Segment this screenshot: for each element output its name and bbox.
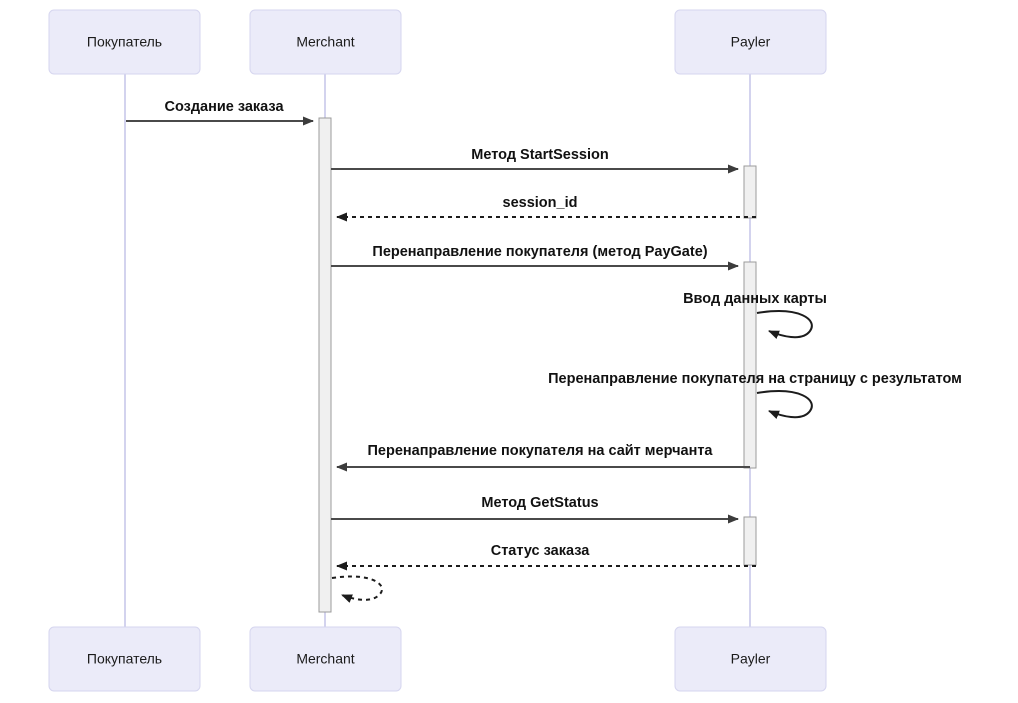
message-selfloop-merchant — [331, 575, 383, 603]
participant-footer-merchant-box — [249, 626, 402, 692]
message-label-metod-startsession: Метод StartSession — [471, 147, 608, 163]
message-label-sozdanie-zakaza: Создание заказа — [164, 99, 284, 115]
activation-bar-merchant — [318, 117, 332, 613]
participant-footer-payler-label: Payler — [731, 651, 771, 667]
message-label-vvod-dannyh-karty: Ввод данных карты — [683, 291, 827, 307]
participant-footer-buyer-label: Покупатель — [87, 651, 162, 667]
message-label-status-zakaza: Статус заказа — [491, 543, 590, 559]
activation-bar-payler-1 — [743, 165, 757, 219]
message-label-perenapravlenie-stranica-rezultat: Перенаправление покупателя на страницу с… — [548, 371, 962, 387]
message-metod-startsession[interactable]: Метод StartSession — [331, 147, 739, 174]
message-metod-getstatus[interactable]: Метод GetStatus — [331, 495, 739, 524]
message-label-perenapravlenie-paygate: Перенаправление покупателя (метод PayGat… — [372, 244, 707, 260]
message-selfloop-vvod-dannyh-karty — [756, 310, 813, 339]
activation-bars — [318, 117, 757, 613]
participant-header-payler-label: Payler — [731, 34, 771, 50]
lifelines — [124, 74, 751, 627]
participant-footer-payler[interactable]: Payler — [674, 626, 827, 692]
message-merchant-selfloop[interactable] — [331, 575, 383, 603]
participant-header-merchant-label: Merchant — [296, 34, 354, 50]
participant-header-buyer-label: Покупатель — [87, 34, 162, 50]
participant-header-merchant[interactable]: Merchant — [249, 9, 402, 75]
participant-footer-buyer[interactable]: Покупатель — [48, 626, 201, 692]
participant-footer-buyer-box — [48, 626, 201, 692]
activation-bar-payler-3 — [743, 516, 757, 566]
message-label-metod-getstatus: Метод GetStatus — [481, 495, 598, 511]
message-perenapravlenie-stranica-rezultat[interactable]: Перенаправление покупателя на страницу с… — [548, 371, 962, 419]
message-vvod-dannyh-karty[interactable]: Ввод данных карты — [683, 291, 827, 339]
participant-footer-payler-box — [674, 626, 827, 692]
message-status-zakaza[interactable]: Статус заказа — [336, 543, 756, 571]
participant-header-buyer-box — [48, 9, 201, 75]
message-perenapravlenie-sajt-merchanta[interactable]: Перенаправление покупателя на сайт мерча… — [336, 443, 750, 472]
participant-header-merchant-box — [249, 9, 402, 75]
message-perenapravlenie-paygate[interactable]: Перенаправление покупателя (метод PayGat… — [331, 244, 739, 271]
participant-header-payler[interactable]: Payler — [674, 9, 827, 75]
message-session-id[interactable]: session_id — [336, 195, 756, 222]
participant-footer-merchant-label: Merchant — [296, 651, 354, 667]
participant-footer-merchant[interactable]: Merchant — [249, 626, 402, 692]
message-sozdanie-zakaza[interactable]: Создание заказа — [126, 99, 314, 126]
participant-header-payler-box — [674, 9, 827, 75]
participant-header-buyer[interactable]: Покупатель — [48, 9, 201, 75]
message-label-session-id: session_id — [503, 195, 578, 211]
message-label-perenapravlenie-sajt-merchanta: Перенаправление покупателя на сайт мерча… — [368, 443, 714, 459]
message-selfloop-perenapravlenie-stranica-rezultat — [756, 390, 813, 419]
